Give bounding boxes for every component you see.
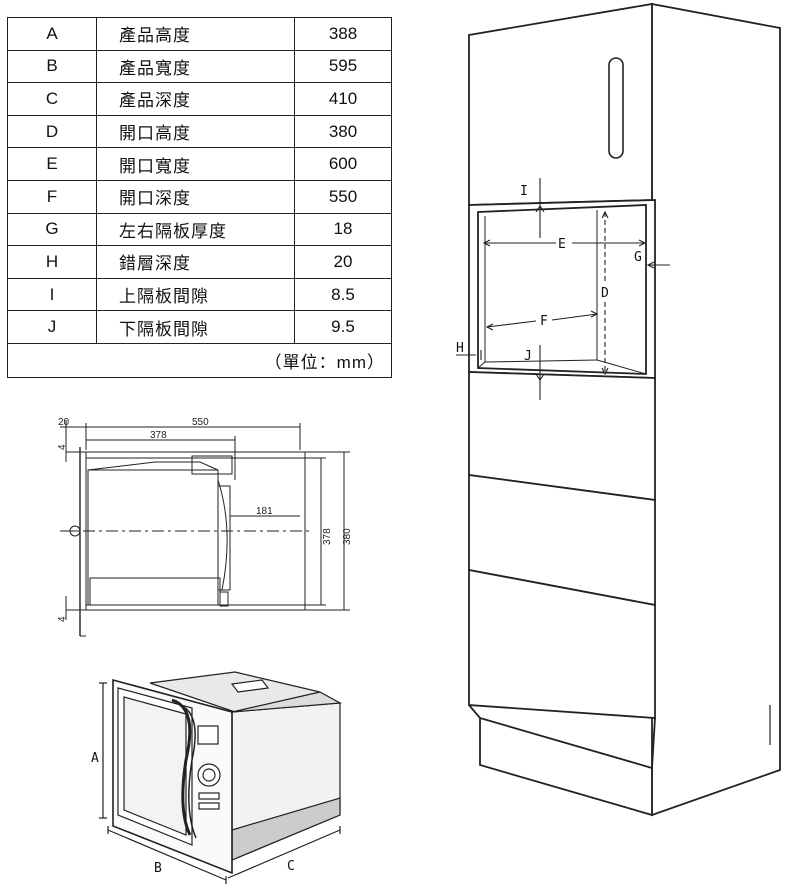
side-view-labels: 20 550 378 4 181 378 380 4 xyxy=(57,417,353,622)
row-name: 上隔板間隙 xyxy=(96,277,295,312)
row-code: C xyxy=(7,82,97,116)
unit-note: （單位：mm） xyxy=(7,342,392,378)
table-row: A 產品高度 388 xyxy=(7,17,392,51)
spec-table: A 產品高度 388 B 產品寬度 595 C 產品深度 410 D 開口高度 … xyxy=(7,17,392,378)
row-value: 600 xyxy=(294,147,392,181)
label-f: F xyxy=(540,314,548,329)
row-name: 開口高度 xyxy=(96,114,295,149)
label-e: E xyxy=(558,237,566,252)
row-code: I xyxy=(7,277,97,312)
label-j: J xyxy=(524,349,532,364)
dim-4-bottom: 4 xyxy=(57,616,68,622)
table-row: C 產品深度 410 xyxy=(7,82,392,116)
row-value: 9.5 xyxy=(294,310,392,344)
table-row: D 開口高度 380 xyxy=(7,114,392,149)
dim-378-vertical: 378 xyxy=(322,528,333,545)
product-3d-view xyxy=(99,671,343,884)
dim-4-top: 4 xyxy=(57,444,68,450)
row-value: 18 xyxy=(294,212,392,247)
row-code: F xyxy=(7,179,97,214)
cabinet-dimension-lines xyxy=(456,178,670,400)
table-row: F 開口深度 550 xyxy=(7,179,392,214)
row-name: 下隔板間隙 xyxy=(96,310,295,344)
label-a: A xyxy=(91,751,99,766)
label-i: I xyxy=(520,184,528,199)
row-value: 20 xyxy=(294,245,392,279)
row-value: 388 xyxy=(294,17,392,51)
label-g: G xyxy=(634,250,642,265)
row-code: J xyxy=(7,310,97,344)
label-c: C xyxy=(287,859,295,874)
product-view-labels: A B C xyxy=(91,751,295,876)
row-value: 8.5 xyxy=(294,277,392,312)
row-value: 410 xyxy=(294,82,392,116)
cabinet-labels: I E G D F H J xyxy=(456,184,642,364)
table-row: B 產品寬度 595 xyxy=(7,49,392,84)
dim-380-vertical: 380 xyxy=(342,528,353,545)
row-name: 產品深度 xyxy=(96,82,295,116)
label-d: D xyxy=(601,286,609,301)
table-row: J 下隔板間隙 9.5 xyxy=(7,310,392,344)
dim-550: 550 xyxy=(192,417,209,428)
unit-row: （單位：mm） xyxy=(7,342,392,378)
row-name: 錯層深度 xyxy=(96,245,295,279)
label-b: B xyxy=(154,861,162,876)
table-row: I 上隔板間隙 8.5 xyxy=(7,277,392,312)
cabinet-view xyxy=(468,2,781,817)
row-value: 595 xyxy=(294,49,392,84)
dim-378: 378 xyxy=(150,430,167,441)
side-section-view xyxy=(60,420,350,637)
table-row: H 錯層深度 20 xyxy=(7,245,392,279)
dim-20: 20 xyxy=(58,417,70,428)
label-h: H xyxy=(456,341,464,356)
row-name: 開口深度 xyxy=(96,179,295,214)
row-name: 產品寬度 xyxy=(96,49,295,84)
dim-181: 181 xyxy=(256,506,273,517)
